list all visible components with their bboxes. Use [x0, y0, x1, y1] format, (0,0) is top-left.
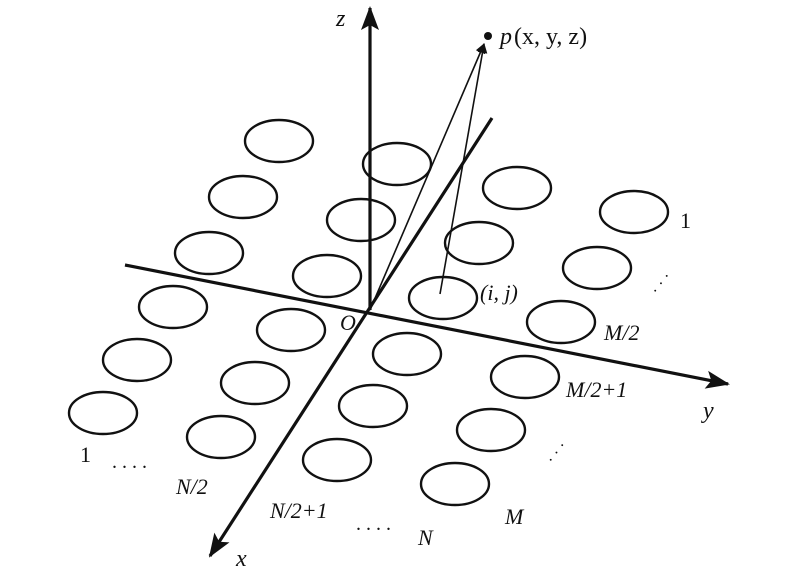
row-label-m-half: M/2	[603, 320, 639, 345]
array-element	[291, 253, 363, 299]
array-element	[489, 354, 561, 400]
origin-label: O	[340, 310, 356, 335]
array-element	[481, 165, 553, 211]
vector-origin-to-p	[369, 43, 486, 311]
array-element	[337, 383, 409, 429]
array-element	[101, 337, 173, 383]
array-element	[137, 284, 209, 330]
array-element	[255, 307, 327, 353]
field-point-label: p(x, y, z)	[498, 24, 587, 50]
array-element	[407, 275, 479, 321]
array-element	[419, 461, 491, 507]
row-dots-lower: · · ·	[543, 438, 571, 467]
array-element	[67, 390, 139, 436]
row-label-m-half-plus-one: M/2+1	[565, 377, 627, 402]
column-dots: . . . .	[112, 451, 147, 473]
z-axis-label: z	[335, 6, 346, 32]
array-element	[598, 189, 670, 235]
array-element	[361, 141, 433, 187]
array-element	[325, 197, 397, 243]
y-axis	[124, 263, 730, 389]
y-axis-label: y	[701, 398, 714, 424]
array-element	[219, 360, 291, 406]
row-label-1: 1	[680, 208, 691, 233]
array-element	[207, 174, 279, 220]
column-dots-lower: . . . .	[356, 513, 391, 535]
row-dots: · · ·	[648, 269, 676, 298]
array-element	[525, 299, 597, 345]
array-elements	[67, 118, 670, 507]
array-element	[173, 230, 245, 276]
array-element	[243, 118, 315, 164]
column-label-n: N	[417, 525, 434, 550]
array-element	[443, 220, 515, 266]
array-element	[561, 245, 633, 291]
row-label-m: M	[504, 504, 525, 529]
array-element	[185, 414, 257, 460]
array-element	[455, 407, 527, 453]
x-axis-label: x	[235, 546, 247, 572]
column-label-n-half-plus-one: N/2+1	[269, 498, 328, 523]
column-label-n-half: N/2	[175, 474, 208, 499]
array-element	[371, 331, 443, 377]
column-label-1: 1	[80, 442, 91, 467]
x-axis	[208, 117, 494, 558]
array-element	[301, 437, 373, 483]
element-index-label: (i, j)	[480, 280, 518, 305]
field-point	[484, 32, 492, 40]
vector-element-to-p	[439, 43, 488, 295]
